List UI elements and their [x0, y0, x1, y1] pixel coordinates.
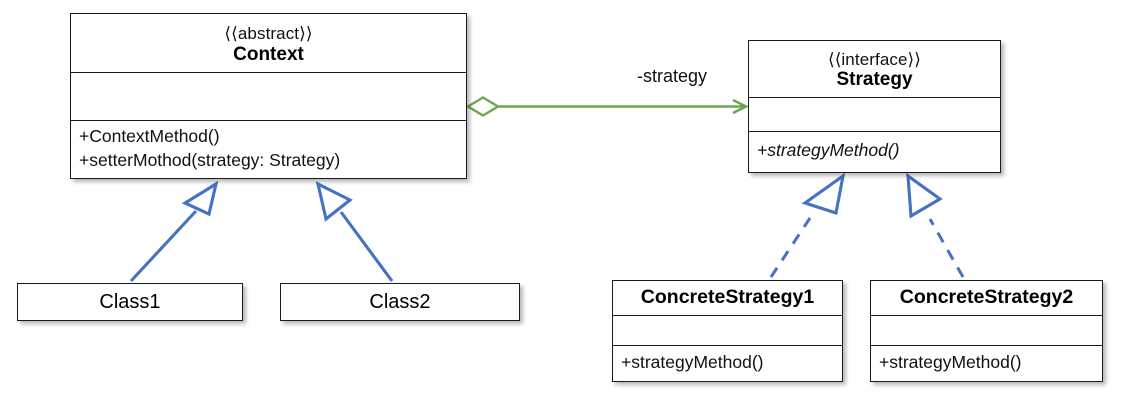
realization-line [769, 217, 812, 278]
generalization-line [129, 209, 198, 283]
operation-item: +strategyMethod() [621, 351, 764, 372]
class-box-strategy[interactable]: ⟨⟨interface⟩⟩ Strategy +strategyMethod() [748, 40, 1001, 173]
class-header-class1: Class1 [18, 284, 242, 320]
generalization-class1-context [129, 180, 219, 283]
class-name-label: Context [233, 43, 304, 65]
class-box-concrete-strategy-1[interactable]: ConcreteStrategy1 +strategyMethod() [612, 280, 843, 382]
class-box-class2[interactable]: Class2 [280, 283, 520, 321]
operation-item: +strategyMethod() [757, 140, 900, 161]
realization-arrowhead-icon [906, 172, 943, 219]
attributes-compartment-strategy [749, 97, 1000, 131]
attributes-compartment-context [71, 72, 466, 120]
association-role-label: -strategy [637, 66, 708, 86]
generalization-arrowhead-icon [181, 180, 219, 217]
operation-item: +strategyMethod() [879, 351, 1022, 372]
realization-concrete2-strategy [906, 172, 965, 278]
operations-compartment-strategy: +strategyMethod() [749, 131, 1000, 172]
realization-concrete1-strategy [769, 172, 846, 278]
class-header-concrete-strategy-1: ConcreteStrategy1 [613, 281, 842, 315]
class-name-label: Strategy [836, 69, 913, 91]
class-box-concrete-strategy-2[interactable]: ConcreteStrategy2 +strategyMethod() [870, 280, 1103, 382]
operations-compartment-context: +ContextMethod() +setterMothod(strategy:… [71, 120, 466, 178]
generalization-class2-context [315, 181, 394, 282]
operations-compartment-concrete-strategy-2: +strategyMethod() [871, 345, 1102, 381]
class-name-label: ConcreteStrategy1 [640, 286, 815, 309]
stereotype-label: ⟨⟨interface⟩⟩ [827, 49, 922, 69]
class-header-strategy: ⟨⟨interface⟩⟩ Strategy [749, 41, 1000, 97]
attributes-compartment-concrete-strategy-2 [871, 315, 1102, 345]
class-name-label: Class2 [369, 291, 431, 313]
operation-item: +ContextMethod() [79, 126, 220, 147]
operations-compartment-concrete-strategy-1: +strategyMethod() [613, 345, 842, 381]
attributes-compartment-concrete-strategy-1 [613, 315, 842, 345]
aggregation-diamond-icon [465, 96, 501, 117]
stereotype-label: ⟨⟨abstract⟩⟩ [224, 24, 313, 44]
aggregation-context-strategy [465, 96, 749, 117]
aggregation-arrowhead-icon [732, 98, 749, 115]
class-name-label: Class1 [99, 291, 161, 313]
generalization-line [339, 211, 394, 282]
class-header-concrete-strategy-2: ConcreteStrategy2 [871, 281, 1102, 315]
class-name-label: ConcreteStrategy2 [899, 286, 1074, 309]
realization-line [928, 218, 965, 278]
realization-arrowhead-icon [801, 172, 846, 216]
class-box-class1[interactable]: Class1 [17, 283, 243, 321]
class-header-context: ⟨⟨abstract⟩⟩ Context [71, 14, 466, 72]
class-header-class2: Class2 [281, 284, 519, 320]
operation-item: +setterMothod(strategy: Strategy) [79, 149, 341, 170]
class-box-context[interactable]: ⟨⟨abstract⟩⟩ Context +ContextMethod() +s… [70, 13, 467, 179]
generalization-arrowhead-icon [315, 181, 353, 222]
